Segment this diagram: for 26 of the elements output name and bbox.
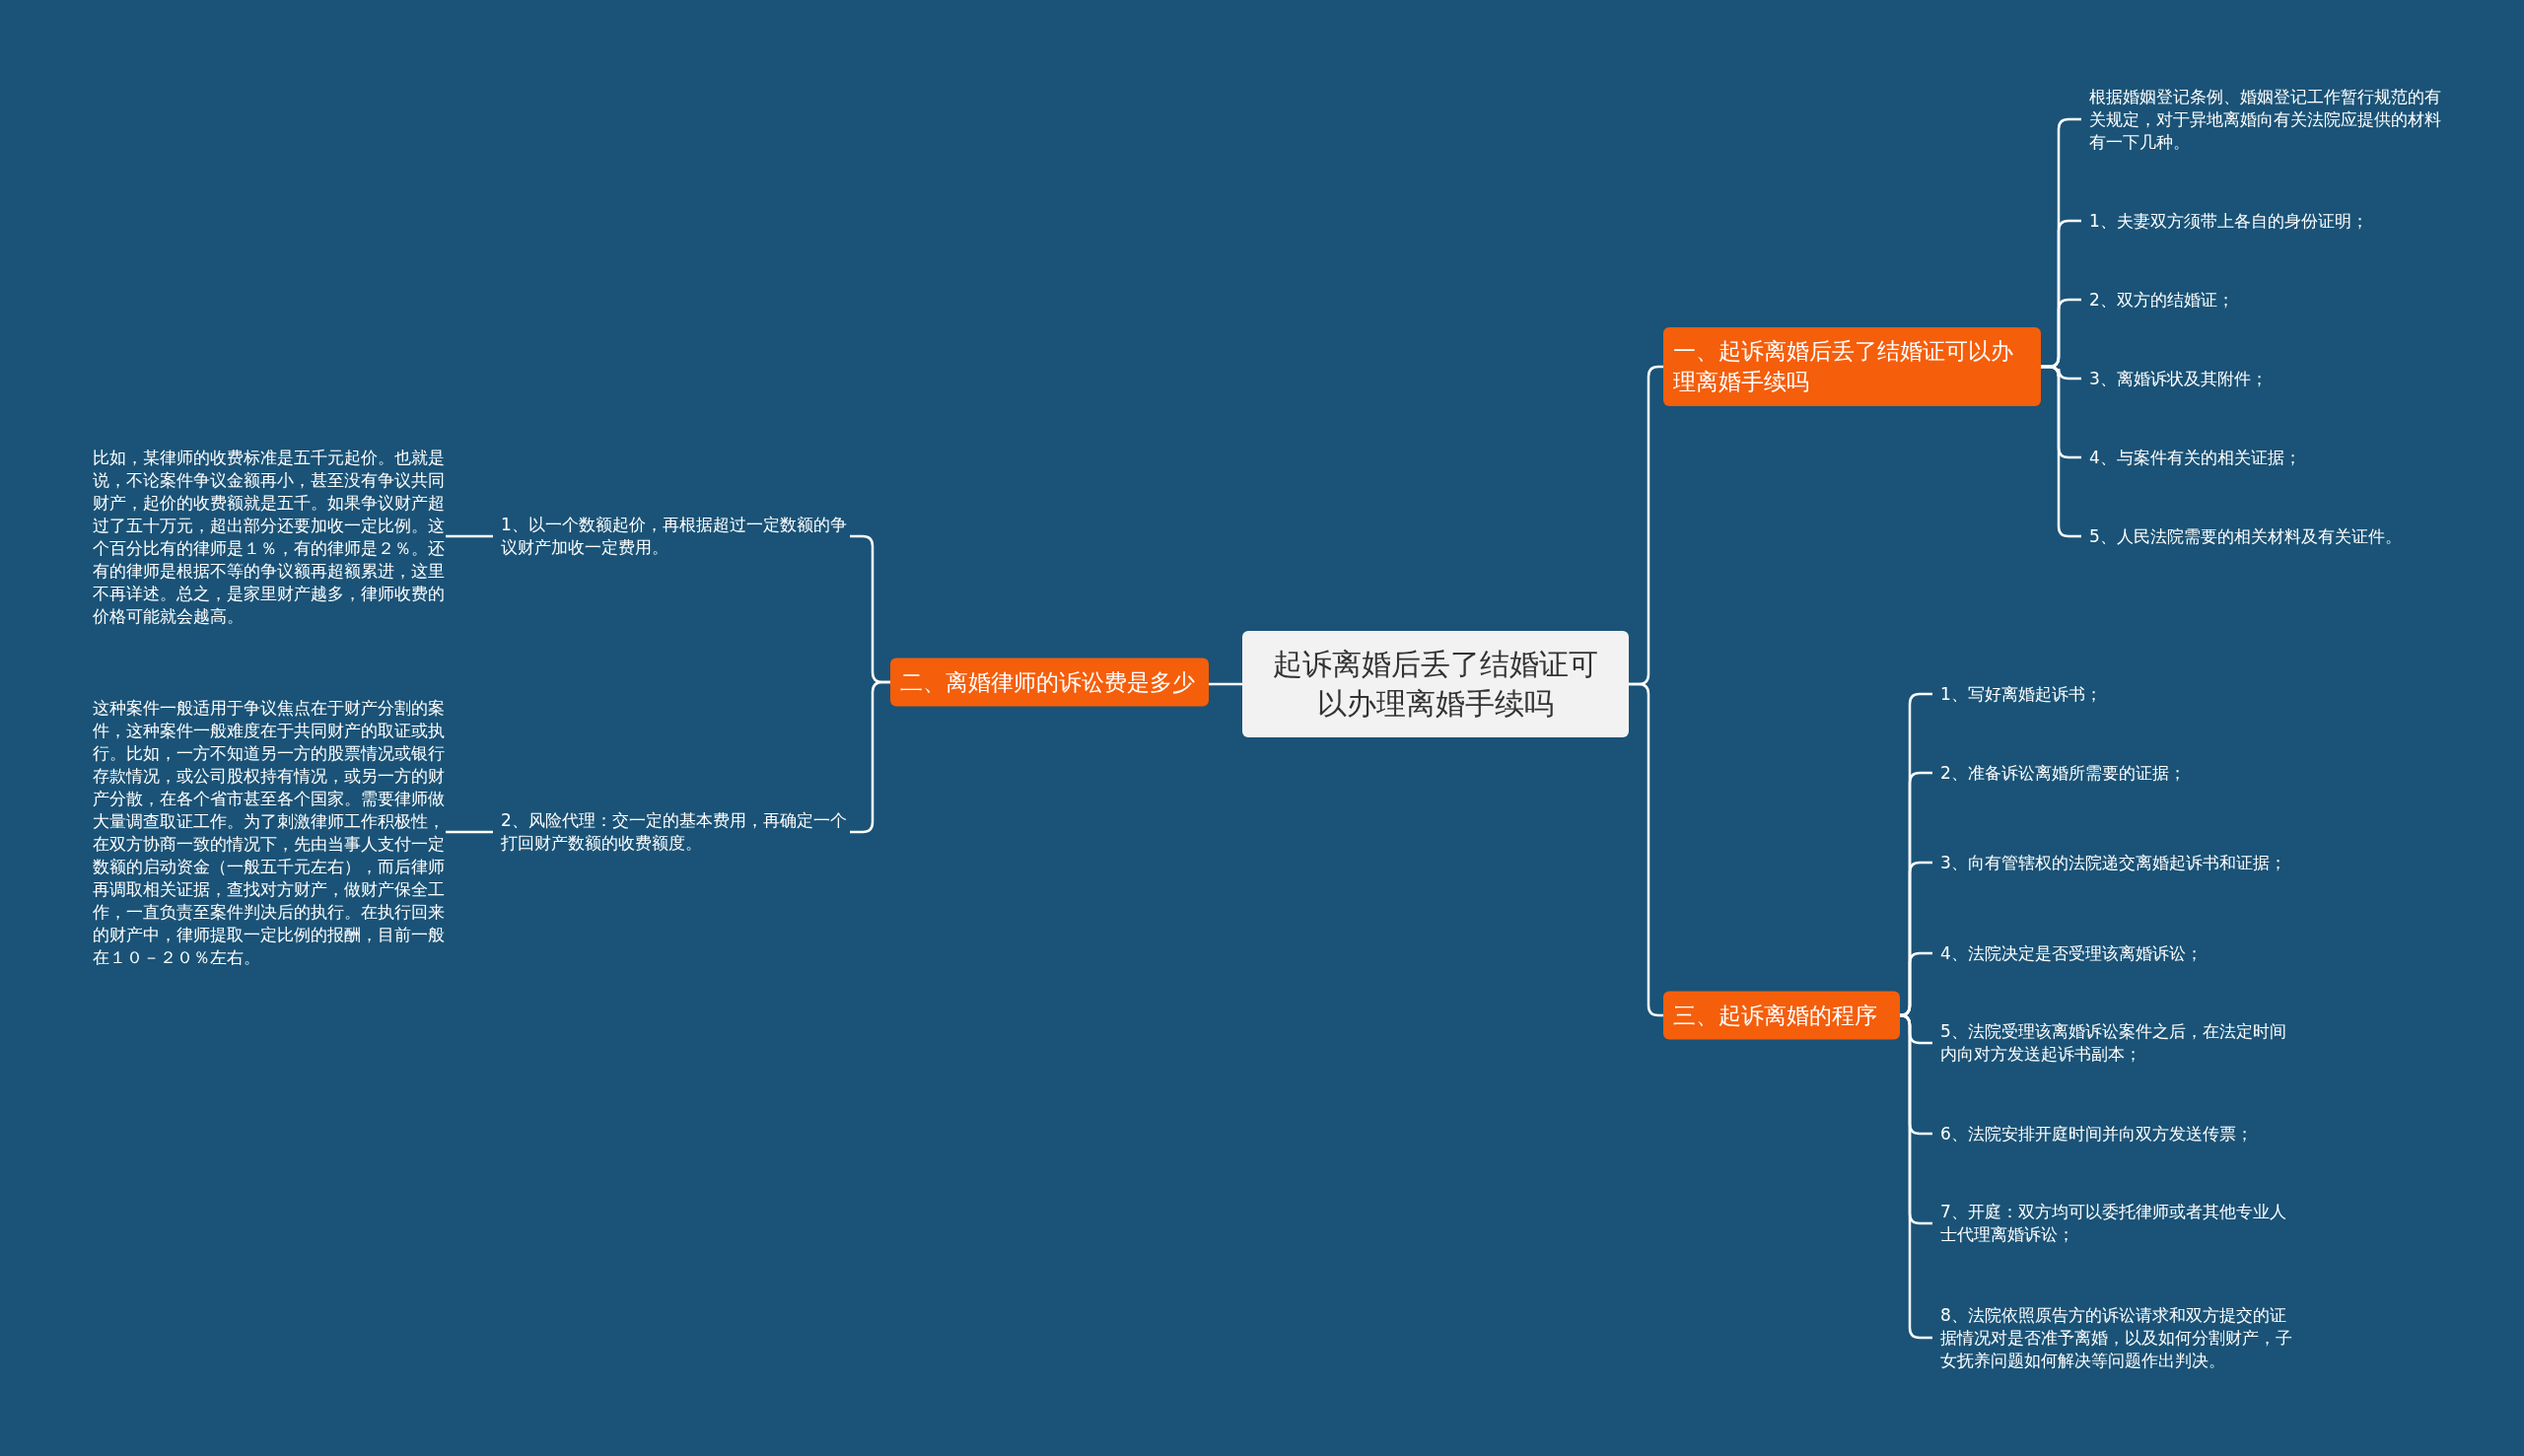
item-text: 3、离婚诉状及其附件； <box>2081 367 2451 390</box>
item-text: 7、开庭：双方均可以委托律师或者其他专业人士代理离婚诉讼； <box>1932 1201 2297 1246</box>
branch-box: 二、离婚律师的诉讼费是多少 <box>890 658 1209 707</box>
item-text: 这种案件一般适用于争议焦点在于财产分割的案件，这种案件一般难度在于共同财产的取证或执行。比如，一方不知道另一方的股票情况或银行存款情况，或公司股权持有情况，或另一方的财产分散，在各个省市甚至各个国家。需要律师做大量调查取证工作。为了刺激律师工作积极性，在双方协商一致的情况下，先由当事人支付一定数额的启动资金（一般五千元左右），而后律师再调取相关证据，查找对方财产，做财产保全工作，一直负责至案件判决后的执行。在执行回来的财产中，律师提取一定比例的报酬，目前一般在１０－２０％左右。 <box>85 697 446 969</box>
connector <box>1898 1013 1932 1340</box>
item-text: 2、双方的结婚证； <box>2081 288 2451 312</box>
item-text: 6、法院安排开庭时间并向双方发送传票； <box>1932 1122 2297 1145</box>
connector <box>446 534 493 538</box>
topic-box: 起诉离婚后丢了结婚证可以办理离婚手续吗 <box>1242 631 1629 737</box>
item-text: 2、准备诉讼离婚所需要的证据； <box>1932 761 2297 785</box>
branch-box: 一、起诉离婚后丢了结婚证可以办理离婚手续吗 <box>1663 327 2041 406</box>
connector <box>1209 682 1242 686</box>
item-text: 4、与案件有关的相关证据； <box>2081 446 2451 469</box>
item-text: 4、法院决定是否受理该离婚诉讼； <box>1932 941 2297 965</box>
item-text: 2、风险代理：交一定的基本费用，再确定一个打回财产数额的收费额度。 <box>493 809 850 855</box>
connector <box>446 830 493 834</box>
item-text: 1、写好离婚起诉书； <box>1932 682 2297 706</box>
item-text: 根据婚姻登记条例、婚姻登记工作暂行规范的有关规定，对于异地离婚向有关法院应提供的材料有一下几种。 <box>2081 85 2451 154</box>
item-text: 1、以一个数额起价，再根据超过一定数额的争议财产加收一定费用。 <box>493 514 850 559</box>
item-text: 5、人民法院需要的相关材料及有关证件。 <box>2081 524 2451 548</box>
item-text: 比如，某律师的收费标准是五千元起价。也就是说，不论案件争议金额再小，甚至没有争议共同财产，起价的收费额就是五千。如果争议财产超过了五十万元，超出部分还要加收一定比例。这个百分比有的律师是１％，有的律师是２％。还有的律师是根据不等的争议额再超额累进，这里不再详述。总之，是家里财产越多，律师收费的价格可能就会越高。 <box>85 447 446 628</box>
item-text: 1、夫妻双方须带上各自的身份证明； <box>2081 209 2451 233</box>
branch-box: 三、起诉离婚的程序 <box>1663 991 1900 1040</box>
item-text: 8、法院依照原告方的诉讼请求和双方提交的证据情况对是否准予离婚，以及如何分割财产，子女抚养问题如何解决等问题作出判决。 <box>1932 1303 2297 1372</box>
item-text: 3、向有管辖权的法院递交离婚起诉书和证据； <box>1932 851 2297 874</box>
item-text: 5、法院受理该离婚诉讼案件之后，在法定时间内向对方发送起诉书副本； <box>1932 1020 2297 1066</box>
